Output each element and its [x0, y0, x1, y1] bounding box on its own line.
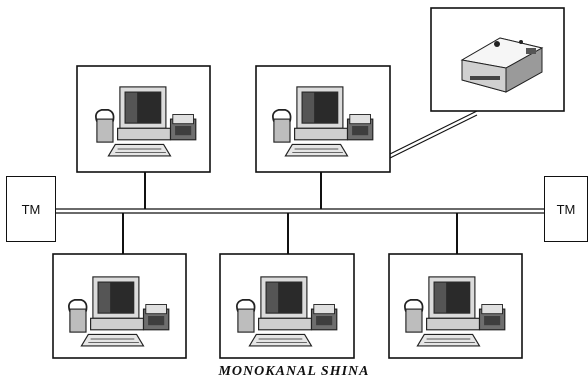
printer-link-2 — [389, 114, 478, 159]
workstation-top-middle — [255, 65, 391, 173]
workstation-bottom-right — [388, 253, 523, 359]
workstation-bottom-left — [52, 253, 187, 359]
diagram-caption: MONOKANAL SHINA — [218, 364, 370, 379]
workstation-top-left — [76, 65, 211, 173]
terminator-right: TM — [544, 176, 588, 242]
printer-icon — [460, 37, 544, 93]
workstation-bottom-middle — [219, 253, 355, 359]
printer-link — [389, 110, 478, 155]
terminator-left: TM — [6, 176, 56, 242]
printer-node — [430, 7, 565, 112]
